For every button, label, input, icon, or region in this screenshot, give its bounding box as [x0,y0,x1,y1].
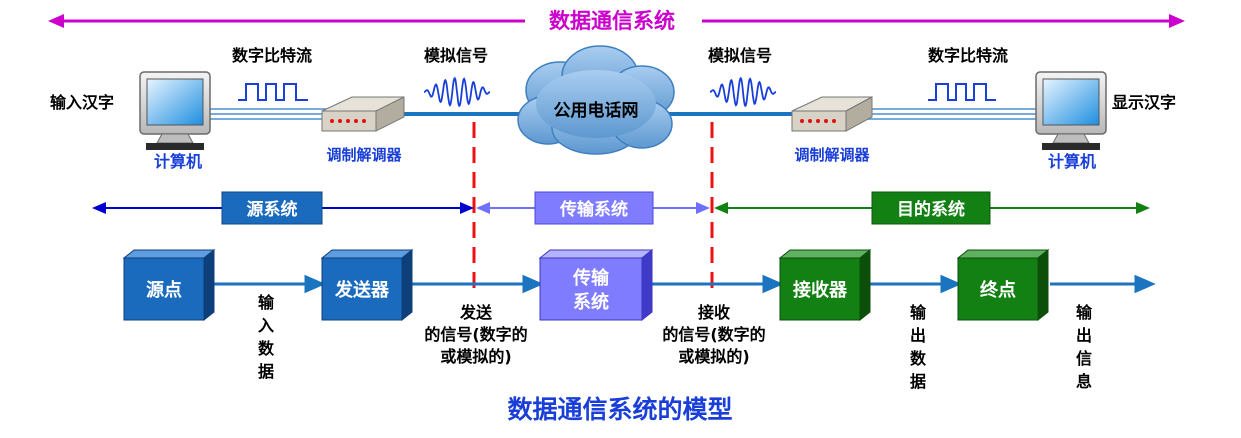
computer-left-label: 计算机 [154,152,202,171]
public-phone-network-cloud [517,45,675,155]
output-data-char-4: 据 [910,372,926,391]
received-signal-line-1: 接收 [698,303,730,322]
system-span-arrow [48,14,1185,28]
analog-signal-right-label: 模拟信号 [708,46,772,65]
digital-stream-left-label: 数字比特流 [232,46,312,65]
input-data-char-2: 入 [258,316,274,335]
square-wave-right-icon [928,83,996,101]
output-info-char-1: 输 [1076,303,1093,322]
system-title: 数据通信系统 [549,9,675,33]
output-data-char-1: 输 [910,303,927,322]
output-data-char-3: 数 [910,349,927,368]
receiver-block [778,248,872,322]
output-label: 显示汉字 [1112,93,1176,112]
computer-right-label: 计算机 [1048,152,1096,171]
transmitter-block [320,248,414,322]
digital-stream-right-label: 数字比特流 [928,46,1008,65]
destination-point-block [956,248,1050,322]
input-data-char-1: 输 [258,293,275,312]
sent-signal-line-3: 或模拟的) [440,347,511,366]
receiver-label: 接收器 [793,279,848,301]
received-signal-line-2: 的信号(数字的 [662,325,765,344]
modem-left-label: 调制解调器 [326,146,402,164]
source-system-range [92,191,474,225]
modem-right-label: 调制解调器 [794,146,870,164]
input-data-char-4: 据 [258,362,274,381]
output-info-char-3: 信 [1076,349,1092,368]
transmission-block-label-1: 传输 [572,267,610,289]
modem-right-icon [791,96,873,132]
destination-point-label: 终点 [980,279,1016,301]
computer-left-icon [139,71,211,150]
square-wave-left-icon [238,83,308,101]
source-system-label: 源系统 [247,199,298,220]
transmission-system-range [476,191,710,225]
transmission-block-label-2: 系统 [573,291,609,313]
transmission-system-label: 传输系统 [559,199,628,220]
source-point-block [122,248,216,322]
diagram-caption: 数据通信系统的模型 [507,395,732,424]
destination-system-label: 目的系统 [897,199,965,220]
input-label: 输入汉字 [50,93,114,112]
source-point-label: 源点 [146,279,182,301]
analog-signal-left-label: 模拟信号 [424,46,488,65]
sent-signal-line-2: 的信号(数字的 [424,325,527,344]
digital-line-right [862,108,1045,120]
output-data-char-2: 出 [910,326,926,345]
digital-line-left [208,108,340,120]
transmitter-label: 发送器 [334,279,390,301]
modem-left-icon [321,96,405,132]
network-label: 公用电话网 [554,100,639,121]
destination-system-range [714,191,1150,225]
sine-wave-left-icon [423,76,491,108]
flow-arrows [206,274,1156,294]
output-info-char-4: 息 [1076,372,1092,391]
computer-right-icon [1035,71,1107,150]
output-info-char-2: 出 [1076,326,1092,345]
sine-wave-right-icon [709,76,777,108]
input-data-char-3: 数 [258,339,275,358]
received-signal-line-3: 或模拟的) [678,347,749,366]
transmission-system-block [538,248,654,322]
sent-signal-line-1: 发送 [459,303,493,322]
